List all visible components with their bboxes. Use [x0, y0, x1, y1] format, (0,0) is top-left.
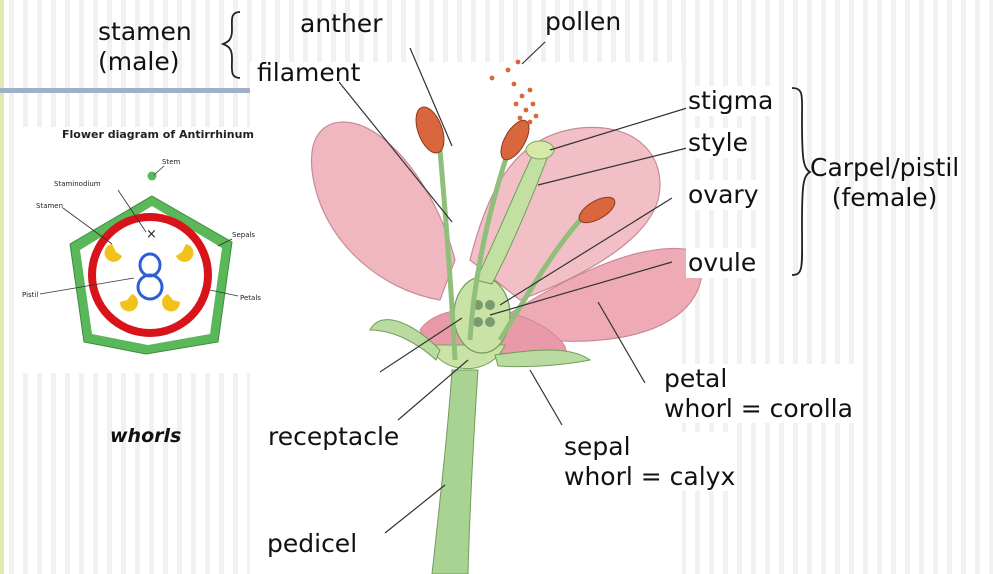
label-stem: Stem — [162, 158, 180, 166]
label-stamen: Stamen — [36, 202, 63, 210]
stem-dot — [148, 172, 157, 181]
label-ovary: ovary — [686, 180, 760, 210]
floral-diagram-title: Flower diagram of Antirrhinum — [62, 128, 254, 141]
label-receptacle: receptacle — [266, 422, 401, 452]
label-pollen: pollen — [545, 7, 621, 37]
label-filament: filament — [257, 58, 360, 88]
label-stigma: stigma — [686, 86, 775, 116]
label-whorls: whorls — [110, 425, 181, 447]
label-style: style — [686, 128, 750, 158]
label-staminodium: Staminodium — [54, 180, 101, 188]
label-carpel-pistil: Carpel/pistil (female) — [810, 153, 959, 212]
label-petal-whorl: petal whorl = corolla — [662, 364, 855, 423]
label-pedicel: pedicel — [265, 529, 359, 559]
label-stamen-male: stamen (male) — [98, 17, 192, 76]
label-sepals: Sepals — [232, 231, 255, 239]
label-pistil: Pistil — [22, 291, 38, 299]
label-ovule: ovule — [686, 248, 758, 278]
label-sepal-whorl: sepal whorl = calyx — [562, 432, 737, 491]
label-anther: anther — [300, 9, 382, 39]
staminodium-mark: × — [146, 227, 157, 242]
label-petals: Petals — [240, 294, 261, 302]
